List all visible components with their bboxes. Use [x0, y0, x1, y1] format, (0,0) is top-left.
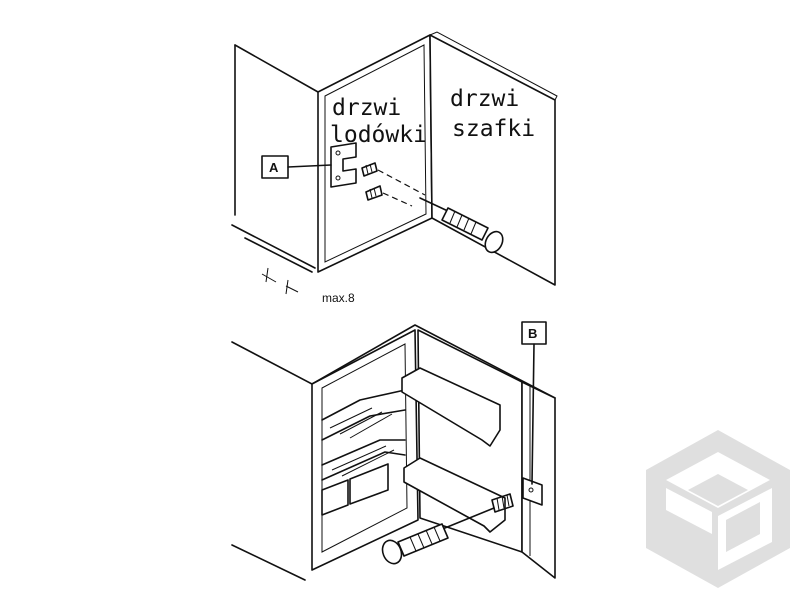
dimension-tick	[265, 267, 289, 295]
fridge-shelf-grid	[331, 445, 395, 477]
dimension-arrow	[261, 273, 299, 293]
crisper-drawer	[321, 479, 349, 516]
callout-label-a: A	[269, 160, 279, 175]
fridge-shelf	[321, 439, 406, 466]
watermark-cube-icon	[646, 430, 790, 588]
fridge-shelf	[321, 409, 406, 441]
cabinet-floor-line-2	[244, 237, 313, 273]
cabinet-door-label-line2: szafki	[452, 116, 535, 142]
cabinet-door-thickness	[429, 31, 558, 101]
hinge-bracket-a	[330, 142, 357, 188]
callout-label-b: B	[528, 326, 537, 341]
callout-leader-a	[287, 164, 332, 168]
fridge-door-label-line2: lodówki	[330, 122, 427, 148]
cabinet-floor-line	[231, 224, 316, 269]
fridge-frame	[311, 329, 419, 571]
cabinet-top-edge	[231, 341, 313, 385]
fridge-shelf-grid	[329, 407, 393, 439]
cabinet-top-rim	[311, 324, 556, 399]
cabinet-door-label-line1: drzwi	[450, 86, 519, 112]
screw-icon	[361, 162, 378, 177]
cabinet-bottom-edge	[231, 544, 306, 581]
fridge-shelf	[321, 389, 406, 421]
fridge-shelf	[321, 451, 406, 481]
crisper-drawer	[349, 463, 389, 505]
top-illustration: drzwi lodówki drzwi szafki A	[231, 31, 558, 305]
hinge-bracket-b	[522, 477, 543, 506]
callout-leader-b	[531, 343, 535, 485]
fridge-door-label-line1: drzwi	[332, 95, 401, 121]
screwdriver-icon	[381, 507, 495, 565]
bottom-illustration: B	[231, 321, 556, 581]
screw-icon	[365, 185, 383, 201]
fridge-door-inner-edge	[324, 44, 427, 263]
screwdriver-icon	[419, 197, 504, 254]
cabinet-top-edge	[234, 44, 319, 93]
alignment-line	[382, 192, 413, 207]
dimension-label: max.8	[322, 291, 355, 305]
alignment-line	[377, 169, 426, 196]
